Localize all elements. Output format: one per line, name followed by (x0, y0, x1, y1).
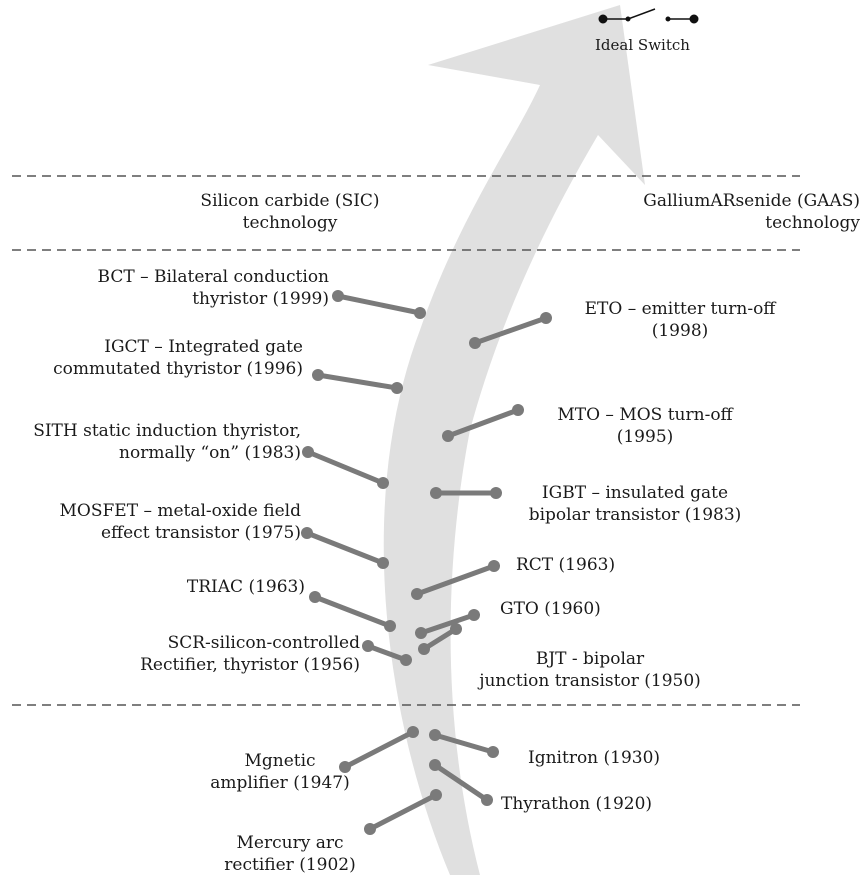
device-label-eto: ETO – emitter turn-off(1998) (584, 299, 776, 341)
connector-dot-igbt-start (430, 487, 442, 499)
connector-line-triac (312, 594, 393, 629)
connector-line-eto (472, 315, 549, 346)
device-label-triac: TRIAC (1963) (186, 577, 305, 597)
connector-dot-mto-start (442, 430, 454, 442)
connector-line-ignitron (432, 732, 496, 755)
connector-dot-igct-start (312, 369, 324, 381)
connector-dot-igct-end (391, 382, 403, 394)
connector-dot-sith-end (377, 477, 389, 489)
connector-line-mercury (367, 792, 439, 832)
connector-dot-triac-end (384, 620, 396, 632)
device-label-mto: MTO – MOS turn-off(1995) (557, 405, 733, 447)
connector-dot-rct-start (411, 588, 423, 600)
ideal-switch-icon (598, 8, 699, 24)
connector-line-mosfet (304, 530, 386, 566)
connector-dot-eto-start (469, 337, 481, 349)
connector-dot-scr-end (400, 654, 412, 666)
connector-line-gto (418, 612, 477, 636)
connector-dot-bct-end (414, 307, 426, 319)
connector-line-mto (445, 407, 521, 439)
gaas-technology-label: GalliumARsenide (GAAS) technology (643, 191, 860, 233)
connector-dot-ignitron-start (429, 729, 441, 741)
device-label-ignitron: Ignitron (1930) (528, 748, 661, 768)
connector-line-scr (365, 643, 409, 663)
connector-line-rct (414, 563, 497, 597)
connector-dot-mag-amp-end (407, 726, 419, 738)
connector-dot-rct-end (488, 560, 500, 572)
connector-dot-gto-end (468, 609, 480, 621)
connector-dot-thyrathon-end (481, 794, 493, 806)
device-label-gto: GTO (1960) (500, 599, 601, 619)
connector-line-sith (305, 449, 386, 486)
connector-dot-bjt-end (450, 623, 462, 635)
connector-dot-mercury-end (430, 789, 442, 801)
connector-dot-gto-start (415, 627, 427, 639)
connector-dot-scr-start (362, 640, 374, 652)
connector-line-bct (335, 293, 423, 316)
connector-dot-eto-end (540, 312, 552, 324)
connector-dot-thyrathon-start (429, 759, 441, 771)
connector-line-mag-amp (342, 729, 416, 770)
connector-dot-sith-start (302, 446, 314, 458)
connector-dot-triac-start (309, 591, 321, 603)
connector-line-igct (315, 372, 400, 391)
connector-dot-igbt-end (490, 487, 502, 499)
connector-line-thyrathon (432, 762, 490, 803)
device-label-sith: SITH static induction thyristor,normally… (33, 421, 301, 463)
device-label-thyrathon: Thyrathon (1920) (501, 794, 653, 814)
connector-dot-ignitron-end (487, 746, 499, 758)
evolution-arrow (383, 5, 645, 875)
device-label-rct: RCT (1963) (516, 555, 616, 575)
connector-dot-mosfet-start (301, 527, 313, 539)
connector-dot-mosfet-end (377, 557, 389, 569)
ideal-switch-label: Ideal Switch (595, 36, 690, 54)
connector-dot-bct-start (332, 290, 344, 302)
connector-dot-bjt-start (418, 643, 430, 655)
sic-technology-label: Silicon carbide (SIC) technology (200, 191, 380, 233)
connector-dot-mercury-start (364, 823, 376, 835)
connector-line-bjt (421, 626, 459, 652)
connector-dot-mag-amp-start (339, 761, 351, 773)
connector-dot-mto-end (512, 404, 524, 416)
